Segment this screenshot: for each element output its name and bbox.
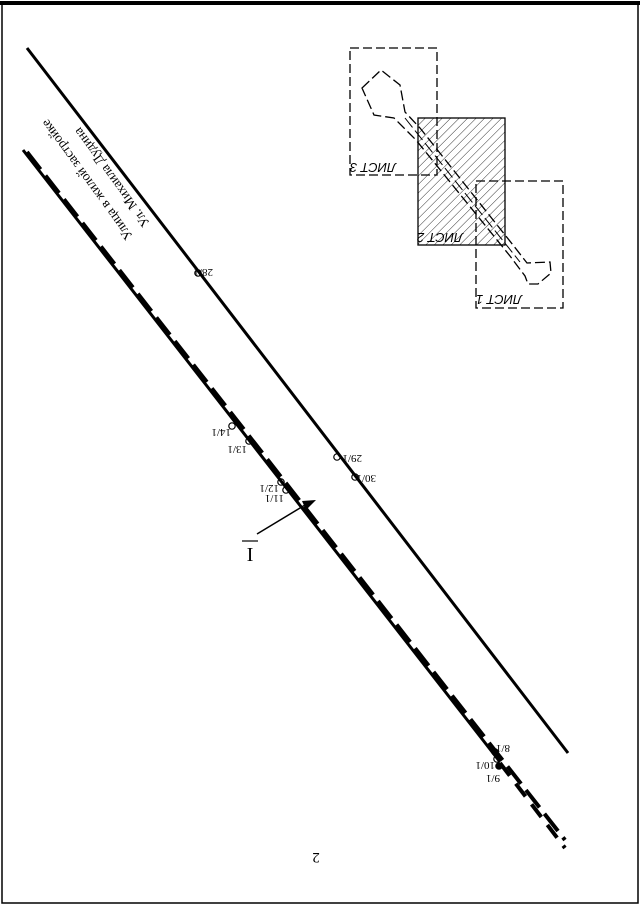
survey-point-12: 12/1 bbox=[259, 478, 285, 494]
survey-point-13: 13/1 bbox=[227, 437, 253, 455]
survey-point-30: 30/1 bbox=[351, 472, 376, 484]
survey-points: 28/1 14/1 13/1 29/1 30/1 12/1 11/1 8/1 bbox=[193, 266, 510, 784]
sheet-label-2: ЛИСТ 2 bbox=[416, 230, 464, 245]
section-line bbox=[256, 504, 306, 535]
survey-point-8: 8/1 bbox=[491, 742, 510, 756]
survey-point-11: 11/1 bbox=[265, 486, 290, 504]
point-label: 9/1 bbox=[486, 772, 500, 784]
point-label: 28/1 bbox=[193, 266, 213, 278]
road-edge-lower-dashed-2 bbox=[498, 761, 567, 850]
survey-point-28: 28/1 bbox=[193, 266, 213, 278]
index-road-center bbox=[404, 117, 521, 263]
road-edge-lower-dashed bbox=[25, 150, 567, 842]
point-marker-icon bbox=[228, 422, 236, 430]
point-label: 11/1 bbox=[265, 492, 284, 504]
section-marker-label: I bbox=[247, 543, 254, 565]
page-number: 2 bbox=[312, 849, 320, 865]
point-marker-icon bbox=[282, 486, 290, 494]
point-label: 12/1 bbox=[259, 482, 279, 494]
point-marker-icon bbox=[194, 269, 202, 277]
section-arrow-icon bbox=[302, 500, 316, 510]
point-marker-icon bbox=[493, 755, 501, 763]
point-label: 8/1 bbox=[496, 742, 510, 754]
survey-point-10: 10/1 bbox=[475, 755, 501, 771]
point-marker-icon bbox=[491, 748, 499, 756]
point-marker-icon bbox=[245, 437, 253, 445]
survey-point-9: 9/1 bbox=[486, 762, 503, 784]
sheet-index-map: ЛИСТ 3 ЛИСТ 2 ЛИСТ 1 bbox=[349, 47, 564, 309]
road-edge-upper bbox=[25, 47, 570, 754]
section-marker: I bbox=[242, 500, 316, 565]
sheet-label-1: ЛИСТ 1 bbox=[476, 292, 523, 307]
index-road-outline bbox=[361, 69, 552, 285]
point-label: 30/1 bbox=[356, 472, 376, 484]
point-label: 13/1 bbox=[227, 443, 247, 455]
sheet-frame-1 bbox=[475, 180, 564, 309]
point-label: 10/1 bbox=[475, 759, 495, 771]
point-label: 29/1 bbox=[342, 452, 362, 464]
point-marker-icon bbox=[351, 473, 359, 481]
point-marker-icon bbox=[277, 478, 285, 486]
survey-point-14: 14/1 bbox=[211, 422, 236, 438]
point-marker-icon bbox=[333, 453, 341, 461]
point-marker-icon bbox=[495, 762, 503, 770]
sheet-frame-3 bbox=[349, 47, 438, 176]
survey-point-29: 29/1 bbox=[333, 452, 362, 464]
sheet-label-3: ЛИСТ 3 bbox=[349, 160, 397, 175]
road-edge-lower-solid bbox=[21, 149, 502, 763]
point-label: 14/1 bbox=[211, 426, 231, 438]
